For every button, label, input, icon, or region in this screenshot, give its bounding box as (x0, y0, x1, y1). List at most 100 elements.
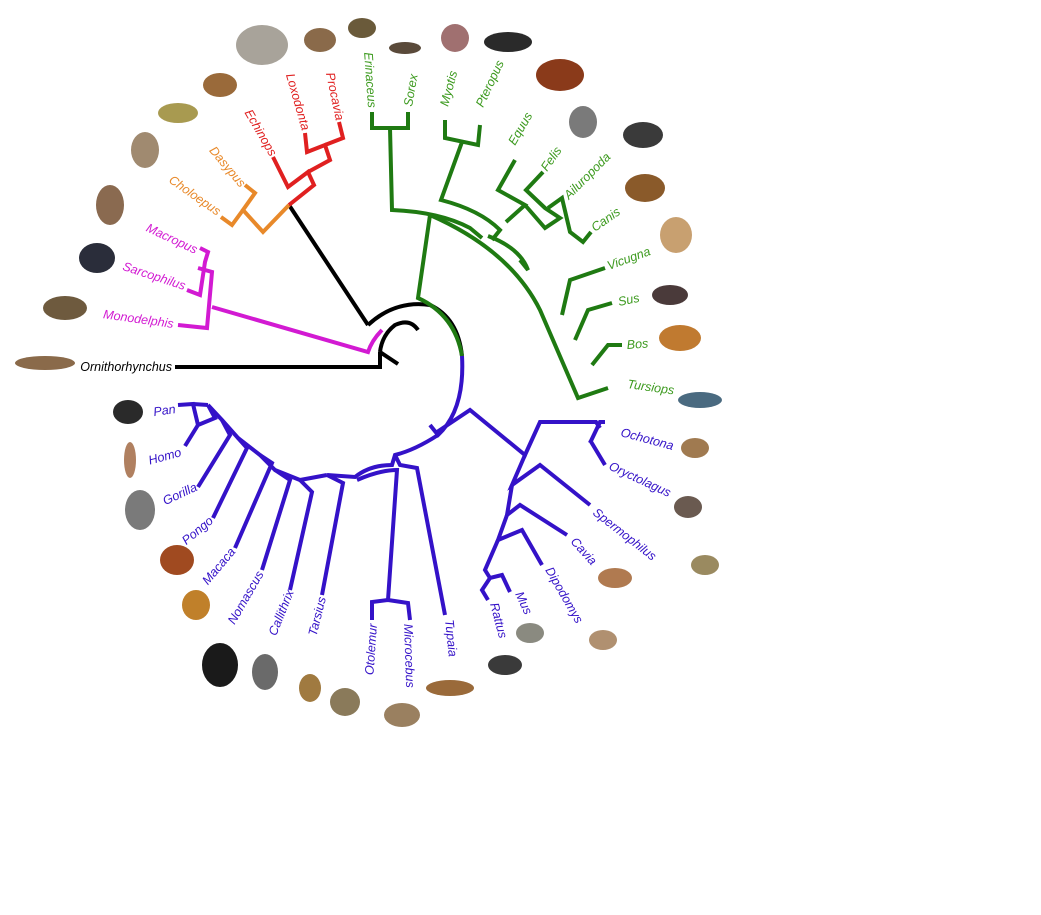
rabbit-icon (674, 496, 702, 518)
mouse-lemur-icon (384, 703, 420, 727)
label-ornithorhynchus: Ornithorhynchus (80, 360, 172, 374)
sloth-icon (131, 132, 159, 168)
label-nomascus: Nomascus (225, 569, 267, 627)
branch-dipodomys (494, 514, 544, 566)
branch-marsupialia (211, 305, 384, 355)
label-pongo: Pongo (179, 514, 216, 548)
dolphin-icon (678, 392, 722, 408)
label-dipodomys: Dipodomys (542, 565, 585, 626)
label-homo: Homo (147, 445, 183, 467)
branch-gorilla (196, 419, 233, 489)
tenrec-icon (203, 73, 237, 97)
taxon-labels: Ornithorhynchus Monodelphis Sarcophilus … (80, 52, 675, 688)
laurasiatheria-branches (370, 112, 622, 401)
label-sus: Sus (617, 291, 641, 309)
afrotheria-branches (271, 121, 346, 207)
label-macaca: Macaca (199, 545, 238, 588)
shrew-icon (389, 42, 421, 54)
label-erinaceus: Erinaceus (361, 52, 379, 108)
label-sorex: Sorex (401, 72, 421, 107)
pika-icon (681, 438, 709, 458)
branch-procavia (324, 121, 346, 147)
hyrax-icon (304, 28, 336, 52)
label-choloepus: Choloepus (166, 173, 223, 219)
branch-dasypus (240, 183, 291, 235)
label-echinops: Echinops (242, 107, 280, 159)
label-vicugna: Vicugna (605, 244, 652, 273)
label-myotis: Myotis (437, 69, 460, 108)
label-cavia: Cavia (568, 535, 600, 568)
boar-icon (652, 285, 688, 305)
branch-choloepus (219, 208, 245, 228)
label-canis: Canis (589, 205, 623, 235)
branch-primate-spine (206, 403, 328, 483)
label-otolemur: Otolemur (362, 622, 380, 675)
branch-root-stub (378, 350, 400, 366)
platypus-icon (15, 356, 75, 370)
fruit-bat-icon (484, 32, 532, 52)
microbat-icon (441, 24, 469, 52)
wallaby-icon (96, 185, 124, 225)
chimpanzee-icon (113, 400, 143, 424)
branch-tarsius (320, 473, 346, 596)
label-monodelphis: Monodelphis (102, 307, 174, 331)
branch-glires (435, 407, 602, 459)
gibbon-icon (202, 643, 238, 687)
dog-icon (625, 174, 665, 202)
branch-cavia (504, 484, 569, 537)
panda-icon (623, 122, 663, 148)
galago-icon (330, 688, 360, 716)
label-tursiops: Tursiops (627, 377, 676, 397)
elephant-icon (236, 25, 288, 65)
branch-equus (495, 159, 529, 224)
branch-ailuropoda-canis (546, 194, 593, 245)
opossum-icon (43, 296, 87, 320)
label-loxodonta: Loxodonta (283, 72, 313, 132)
label-tupaia: Tupaia (442, 619, 460, 658)
label-microcebus: Microcebus (401, 624, 417, 688)
label-pan: Pan (152, 402, 176, 419)
label-pteropus: Pteropus (473, 58, 507, 109)
branch-bos (590, 343, 622, 367)
hedgehog-icon (348, 18, 376, 38)
branch-callithrix (288, 478, 315, 591)
branch-atlantogenata (287, 203, 370, 327)
branch-erinaceus-sorex (370, 112, 410, 130)
macaque-icon (182, 590, 210, 620)
label-rattus: Rattus (487, 601, 510, 640)
marmoset-icon (252, 654, 278, 690)
horse-icon (536, 59, 584, 91)
branch-laurasiatheria (415, 214, 464, 357)
xenarthra-branches (219, 183, 291, 235)
label-dasypus: Dasypus (206, 144, 248, 190)
branch-strepsirrhini (356, 467, 412, 621)
rat-icon (488, 655, 522, 675)
branch-spermophilus (507, 454, 592, 507)
label-gorilla: Gorilla (161, 480, 200, 508)
branch-vicugna (560, 266, 606, 316)
branch-macaca (233, 453, 275, 549)
vicuna-icon (660, 217, 692, 253)
label-macropus: Macropus (144, 221, 200, 257)
label-ailuropoda: Ailuropoda (561, 150, 614, 203)
label-ochotona: Ochotona (619, 425, 675, 453)
guinea-pig-icon (598, 568, 632, 588)
label-tarsius: Tarsius (306, 595, 329, 637)
branch-muridae (479, 539, 512, 602)
tarsier-icon (299, 674, 321, 702)
branch-monodelphis (177, 266, 215, 331)
branch-ornithorhynchus (175, 352, 382, 369)
label-felis: Felis (538, 144, 565, 174)
branch-lagomorpha (588, 420, 607, 467)
label-procavia: Procavia (323, 71, 347, 122)
mouse-icon (516, 623, 544, 643)
branch-euarchonta (326, 433, 440, 480)
branch-cetartiodactyla-trunk (429, 213, 609, 401)
human-icon (124, 442, 136, 478)
cow-icon (659, 325, 701, 351)
branch-macropus-sarcophilus (186, 246, 211, 298)
orangutan-icon (160, 545, 194, 575)
branch-sus (573, 301, 613, 341)
label-oryctolagus: Oryctolagus (607, 459, 673, 500)
